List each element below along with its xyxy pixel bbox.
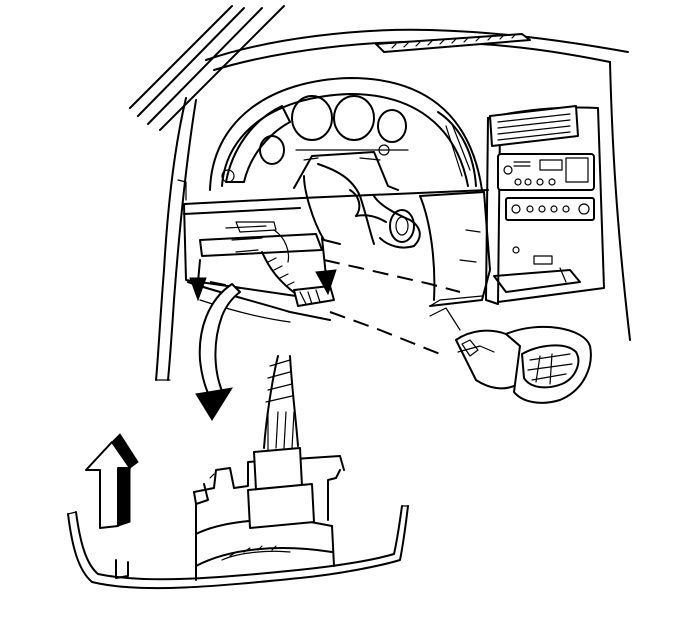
fuel-gauge xyxy=(377,109,407,143)
bracket-connector xyxy=(193,355,345,535)
knee-bolster-panel xyxy=(67,505,409,590)
climate-controls xyxy=(505,197,595,221)
wiring-connector xyxy=(261,251,335,307)
tachometer-gauge xyxy=(333,95,375,141)
radio-head-unit xyxy=(497,153,595,191)
down-arrow-center xyxy=(315,237,337,296)
up-arrow xyxy=(85,433,139,529)
instrument-cluster xyxy=(209,77,483,191)
indicator-light xyxy=(221,169,235,183)
switch-module xyxy=(455,325,592,404)
steering-column xyxy=(293,151,421,249)
down-arrow-left xyxy=(189,259,207,302)
windshield-edge xyxy=(129,5,285,131)
speedometer-gauge xyxy=(291,95,333,141)
door-pillar xyxy=(155,97,197,381)
defroster-vent xyxy=(375,33,531,53)
curved-arrow xyxy=(195,283,241,421)
lower-dash xyxy=(183,189,491,323)
radio-console xyxy=(485,105,605,305)
temp-gauge xyxy=(259,135,285,165)
